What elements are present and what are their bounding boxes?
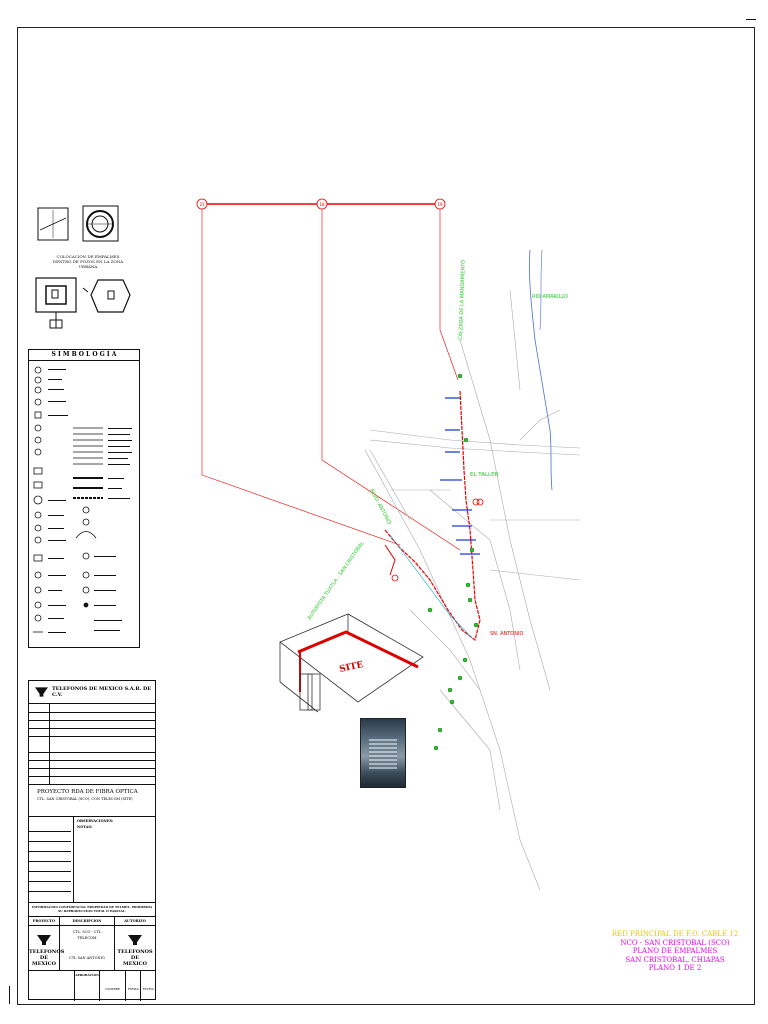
site-line: CTL SAN ANTONIO xyxy=(69,956,105,960)
photo-detail xyxy=(369,739,397,769)
logo-right-text: TELEFONOS DE MEXICO xyxy=(117,949,153,967)
streets xyxy=(364,289,581,891)
san-antonio-label: SN. ANTONIO xyxy=(490,631,523,637)
marker-19-label: 19 xyxy=(437,202,443,207)
project-title-area: PROYECTO RDA DE FIBRA OPTICA CTL. SAN CR… xyxy=(29,785,155,817)
detail-inner xyxy=(107,290,115,300)
plan-title: RED PRINCIPAL DE F.O. CABLE 12 NCO - SAN… xyxy=(600,930,750,973)
river xyxy=(529,249,553,491)
detail-box-3 xyxy=(35,277,77,313)
nombre-label: NOMBRE xyxy=(100,971,127,1001)
detail-box-1 xyxy=(37,207,69,241)
fecha-label: FECHA xyxy=(142,987,154,991)
fiber-route xyxy=(384,389,481,642)
symbology-symbols xyxy=(33,366,132,633)
rack xyxy=(299,673,313,711)
detail-inner xyxy=(45,285,67,305)
route-map: CALZADA DE LA MANDAMIENTO RIO AMARILLO E… xyxy=(196,198,581,891)
aprobacion-label: APROBACION xyxy=(75,971,100,1001)
edge-mark xyxy=(9,986,10,1004)
site-label: SITE xyxy=(339,660,365,675)
logo-left: TELEFONOS DE MEXICO xyxy=(29,926,65,970)
logo-left-text: TELEFONOS DE MEXICO xyxy=(29,949,65,967)
company-name: TELEFONOS DE MEXICO S.A.B. DE C.V. xyxy=(51,686,152,698)
ctl-line: CTL. SCO - CTL TELECOM xyxy=(72,930,102,940)
columns-header: PROYECTO DESCRIPCION AUTORIZO xyxy=(29,917,155,926)
plan-title-line5: PLANO 1 DE 2 xyxy=(648,964,702,972)
logo-right: TELEFONOS DE MEXICO xyxy=(115,926,155,970)
leader-line xyxy=(321,459,461,551)
blue-ticks xyxy=(440,397,480,555)
street-label: CALZADA DE LA MANDAMIENTO xyxy=(458,260,467,340)
detail-box-2 xyxy=(82,205,119,242)
col-descripcion: DESCRIPCION xyxy=(60,917,115,925)
room-floor xyxy=(279,613,424,703)
description-cell: CTL. SCO - CTL TELECOM CTL SAN ANTONIO xyxy=(60,926,115,970)
telmex-logo-icon xyxy=(37,935,51,945)
site-photo xyxy=(360,718,406,788)
red-nodes xyxy=(391,498,484,582)
marker-18-label: 18 xyxy=(319,202,325,207)
info-rows xyxy=(29,704,155,785)
cyan-route xyxy=(389,534,473,639)
plan-title-line3: PLANO DE EMPALMES xyxy=(632,947,718,955)
river-label: RIO AMARILLO xyxy=(532,294,568,300)
rack xyxy=(307,673,321,711)
crossing-label: EL TALLER xyxy=(470,472,499,478)
leader-line xyxy=(439,329,459,381)
detail-line xyxy=(82,287,89,293)
observaciones-label: OBSERVACIONES: xyxy=(77,819,114,823)
col-autorizo: AUTORIZO xyxy=(124,919,146,923)
logo-row: TELEFONOS DE MEXICO CTL. SCO - CTL TELEC… xyxy=(29,926,155,971)
company-header: TELEFONOS DE MEXICO S.A.B. DE C.V. xyxy=(29,681,155,704)
plan-title-line1: RED PRINCIPAL DE F.O. CABLE 12 xyxy=(611,930,739,938)
confidential-notice: INFORMACION CONFIDENCIAL PROPIEDAD DE TE… xyxy=(29,903,155,917)
plan-title-line4: SAN CRISTOBAL, CHIAPAS xyxy=(625,955,725,964)
col-proyecto: PROYECTO xyxy=(29,917,60,925)
project-subtitle: CTL. SAN CRISTOBAL (SCO). CON TELECOM (S… xyxy=(37,797,133,801)
site-cable xyxy=(297,630,419,669)
telmex-logo-icon xyxy=(35,687,48,697)
blvd-label: BLVD. ANTONIO xyxy=(368,488,392,526)
drawing-frame xyxy=(17,27,755,1005)
notas-label: NOTAS: xyxy=(77,825,93,829)
telmex-logo-icon xyxy=(128,935,142,945)
site-isometric: SITE xyxy=(279,613,424,713)
leader-line xyxy=(201,474,401,546)
detail-inner xyxy=(51,289,59,299)
approval-row: APROBACION NOMBRE FIRMA FECHA xyxy=(29,971,155,1001)
notes-area: OBSERVACIONES: NOTAS: xyxy=(29,817,155,903)
highway-label: AUTOPISTA TUXTLA - SAN CRISTOBAL xyxy=(307,540,366,621)
detail-inner xyxy=(49,319,63,329)
detail-drawings xyxy=(35,205,131,329)
symbol-column-left xyxy=(33,366,43,633)
river xyxy=(539,249,543,331)
symbology-title: S I M B O L O G I A xyxy=(29,350,139,361)
title-block: TELEFONOS DE MEXICO S.A.B. DE C.V. PROYE… xyxy=(28,680,156,1001)
detail-caption: COLOCACION DE EMPALMES DENTRO DE POZOS E… xyxy=(52,254,124,269)
firma-label: FIRMA xyxy=(126,971,142,1001)
symbol-text-rows xyxy=(48,369,132,633)
fiber-route xyxy=(384,544,396,576)
marker-21-label: 21 xyxy=(199,202,205,207)
corner-mark xyxy=(746,19,756,20)
detail-circle xyxy=(86,210,114,238)
detail-hex xyxy=(90,279,131,313)
symbol-column-right xyxy=(73,427,103,608)
green-nodes xyxy=(427,373,479,751)
plan-title-line2: NCO - SAN CRISTOBAL (SCO) xyxy=(620,938,730,947)
project-title: PROYECTO RDA DE FIBRA OPTICA xyxy=(37,789,138,795)
